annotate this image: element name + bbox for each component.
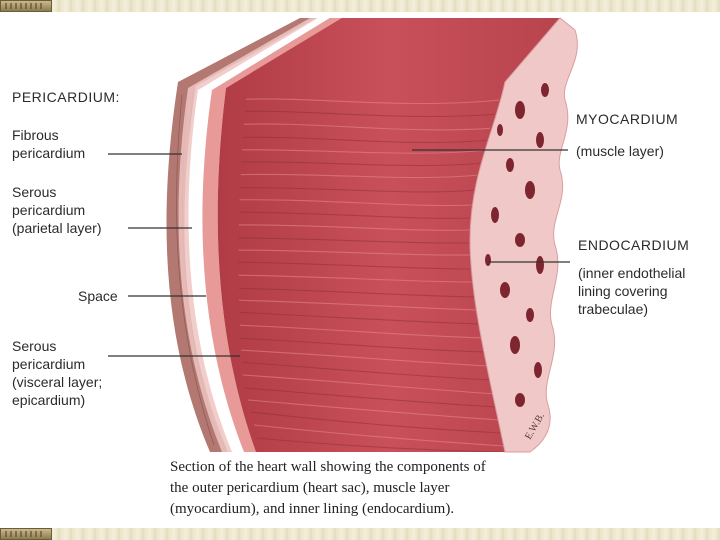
label-fibrous-pericardium: Fibrous pericardium (12, 127, 86, 161)
slide-corner-icon (0, 0, 52, 12)
top-border (0, 0, 720, 12)
bottom-border (0, 528, 720, 540)
label-serous-parietal: Serous pericardium (parietal layer) (12, 184, 102, 236)
label-endocardium: ENDOCARDIUM (inner endothelial lining co… (578, 237, 690, 317)
label-serous-visceral: Serous pericardium (visceral layer; epic… (12, 338, 103, 408)
myocardium-block (217, 18, 561, 452)
pericardium-heading: PERICARDIUM: (12, 89, 120, 105)
endocardium-trabeculae (469, 17, 578, 453)
label-myocardium: MYOCARDIUM (muscle layer) (576, 111, 679, 159)
leader-lines (108, 149, 570, 357)
muscle-fibers (238, 98, 505, 452)
trabeculae-cavities (485, 83, 549, 407)
figure-caption: Section of the heart wall showing the co… (170, 459, 486, 517)
label-space: Space (78, 288, 118, 304)
